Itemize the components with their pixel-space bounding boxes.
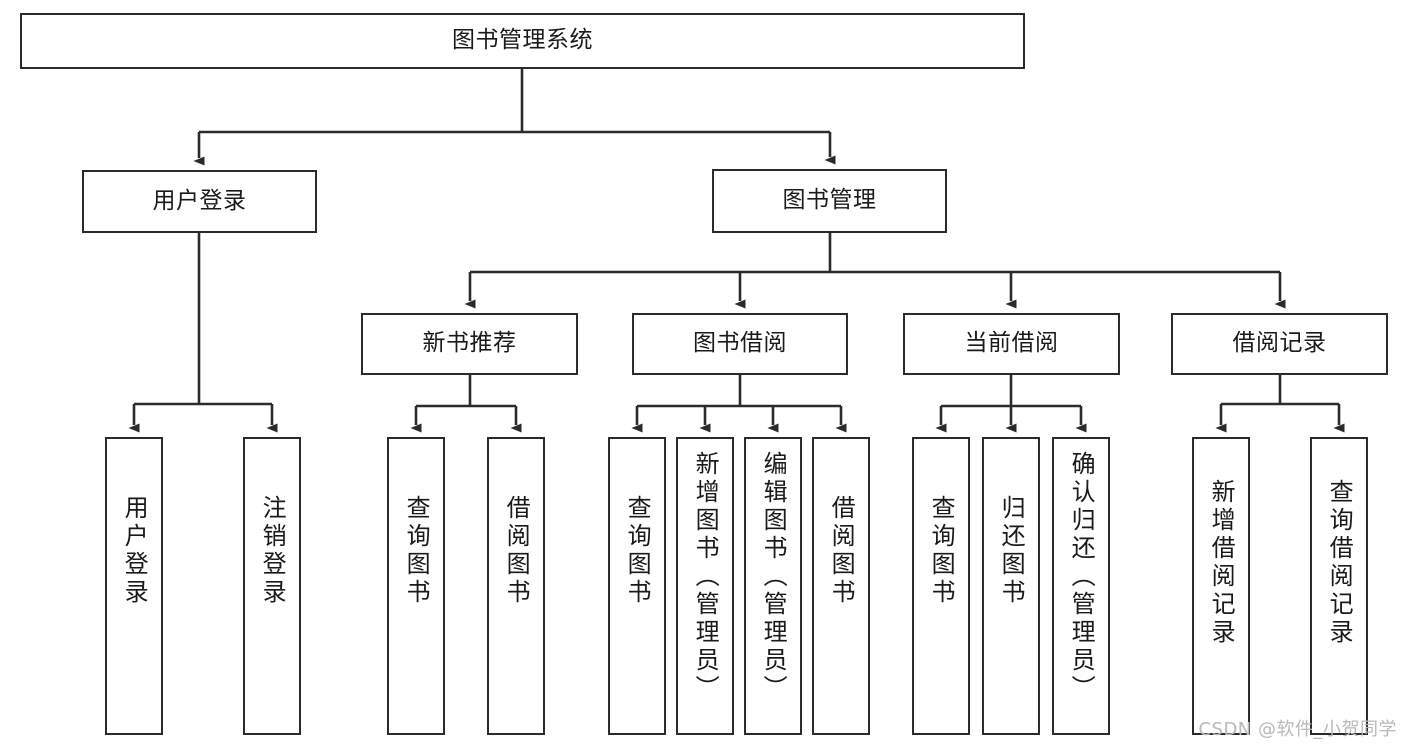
node-leaf-return-book[interactable]: 归还图书 (982, 437, 1040, 735)
node-book-borrow-label: 图书借阅 (693, 330, 787, 357)
node-leaf-logout-label: 注销登录 (258, 495, 287, 607)
node-root-label: 图书管理系统 (452, 27, 593, 54)
node-leaf-query-borrow-record-label: 查询借阅记录 (1325, 479, 1354, 647)
node-leaf-confirm-return-admin-label: 确认归还（管理员） (1067, 451, 1096, 703)
connector-borrow-record-to-leaves (1215, 375, 1345, 433)
node-book-borrow[interactable]: 图书借阅 (632, 313, 848, 375)
node-leaf-borrow-book-recommend-label: 借阅图书 (502, 495, 531, 607)
node-leaf-add-book-admin-label: 新增图书（管理员） (691, 451, 720, 703)
connector-book-borrow-to-leaves (631, 375, 847, 433)
node-user-login-label: 用户登录 (152, 187, 247, 214)
node-leaf-logout[interactable]: 注销登录 (243, 437, 301, 735)
node-leaf-borrow-book[interactable]: 借阅图书 (812, 437, 870, 735)
connector-user-login-to-leaves (128, 233, 278, 433)
node-leaf-query-book-current-label: 查询图书 (927, 495, 956, 607)
node-leaf-add-book-admin[interactable]: 新增图书（管理员） (676, 437, 734, 735)
node-book-manage[interactable]: 图书管理 (712, 169, 947, 233)
node-current-borrow-label: 当前借阅 (964, 330, 1059, 357)
node-current-borrow[interactable]: 当前借阅 (903, 313, 1120, 375)
node-borrow-record[interactable]: 借阅记录 (1171, 313, 1388, 375)
node-leaf-return-book-label: 归还图书 (997, 495, 1026, 607)
node-leaf-add-borrow-record-label: 新增借阅记录 (1207, 479, 1236, 647)
node-leaf-user-login-label: 用户登录 (120, 495, 149, 607)
node-leaf-user-login[interactable]: 用户登录 (105, 437, 163, 735)
node-new-book-recommend-label: 新书推荐 (422, 330, 517, 357)
node-leaf-query-book-recommend-label: 查询图书 (402, 495, 431, 607)
node-leaf-query-book-current[interactable]: 查询图书 (912, 437, 970, 735)
node-book-manage-label: 图书管理 (782, 187, 877, 214)
node-leaf-add-borrow-record[interactable]: 新增借阅记录 (1192, 437, 1250, 735)
node-root[interactable]: 图书管理系统 (20, 13, 1025, 69)
node-leaf-query-book-recommend[interactable]: 查询图书 (387, 437, 445, 735)
node-leaf-query-book[interactable]: 查询图书 (608, 437, 666, 735)
node-user-login[interactable]: 用户登录 (82, 170, 317, 233)
node-leaf-borrow-book-label: 借阅图书 (827, 495, 856, 607)
node-leaf-borrow-book-recommend[interactable]: 借阅图书 (487, 437, 545, 735)
connector-book-manage-to-level3 (464, 233, 1286, 309)
connector-root-to-level2 (193, 69, 836, 166)
node-borrow-record-label: 借阅记录 (1232, 330, 1327, 357)
connector-current-borrow-to-leaves (935, 375, 1087, 433)
node-leaf-edit-book-admin-label: 编辑图书（管理员） (759, 451, 788, 703)
node-leaf-query-book-label: 查询图书 (623, 495, 652, 607)
node-new-book-recommend[interactable]: 新书推荐 (361, 313, 578, 375)
node-leaf-query-borrow-record[interactable]: 查询借阅记录 (1310, 437, 1368, 735)
node-leaf-confirm-return-admin[interactable]: 确认归还（管理员） (1052, 437, 1110, 735)
node-leaf-edit-book-admin[interactable]: 编辑图书（管理员） (744, 437, 802, 735)
connector-new-book-rec-to-leaves (410, 375, 522, 433)
